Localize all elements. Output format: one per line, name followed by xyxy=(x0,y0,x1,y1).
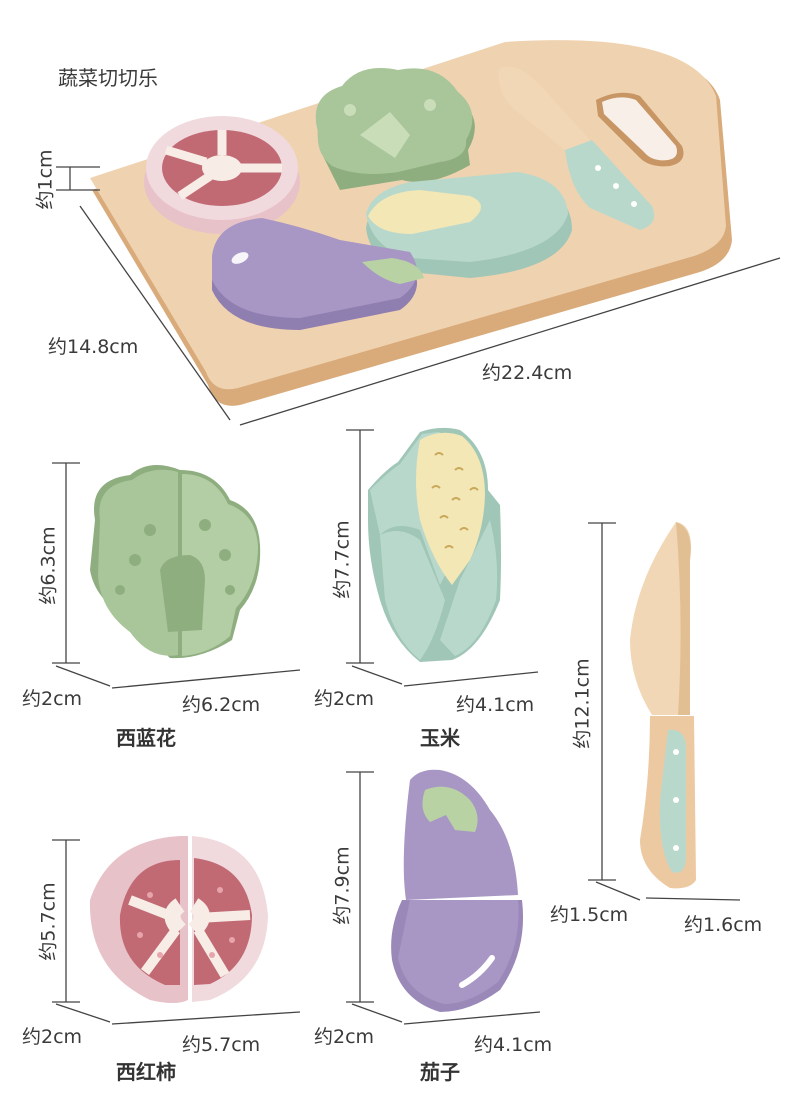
tomato-name: 西红柿 xyxy=(116,1060,176,1084)
knife-height-label: 约12.1cm xyxy=(571,658,594,749)
board-corn xyxy=(366,172,572,278)
knife-piece xyxy=(630,522,696,889)
board-tomato xyxy=(144,116,300,234)
page-title: 蔬菜切切乐 xyxy=(58,66,158,90)
corn-name: 玉米 xyxy=(420,726,460,750)
broccoli-width-label: 约6.2cm xyxy=(182,694,261,716)
eggplant-width-label: 约4.1cm xyxy=(474,1034,553,1056)
tomato-piece xyxy=(89,836,268,1003)
board-length-label: 约22.4cm xyxy=(482,362,573,384)
board-eggplant xyxy=(212,218,424,330)
corn-width-label: 约4.1cm xyxy=(456,694,535,716)
corn-height-label: 约7.7cm xyxy=(331,520,354,599)
tomato-height-label: 约5.7cm xyxy=(37,882,60,961)
eggplant-depth-label: 约2cm xyxy=(314,1026,375,1048)
broccoli-name: 西蓝花 xyxy=(116,726,176,750)
cutting-board-illustration xyxy=(56,40,781,426)
broccoli-piece xyxy=(90,465,261,659)
knife-depth-label: 约1.5cm xyxy=(550,904,629,926)
corn-depth-label: 约2cm xyxy=(314,688,375,710)
board-width-label: 约14.8cm xyxy=(48,336,139,358)
knife-width-label: 约1.6cm xyxy=(684,914,763,936)
corn-piece xyxy=(368,427,501,662)
board-knife xyxy=(498,66,655,230)
eggplant-piece xyxy=(391,769,524,1012)
tomato-width-label: 约5.7cm xyxy=(182,1034,261,1056)
eggplant-height-label: 约7.9cm xyxy=(331,846,354,925)
tomato-depth-label: 约2cm xyxy=(22,1026,83,1048)
broccoli-height-label: 约6.3cm xyxy=(37,526,60,605)
board-broccoli xyxy=(315,68,475,190)
broccoli-depth-label: 约2cm xyxy=(22,688,83,710)
eggplant-name: 茄子 xyxy=(420,1060,460,1084)
